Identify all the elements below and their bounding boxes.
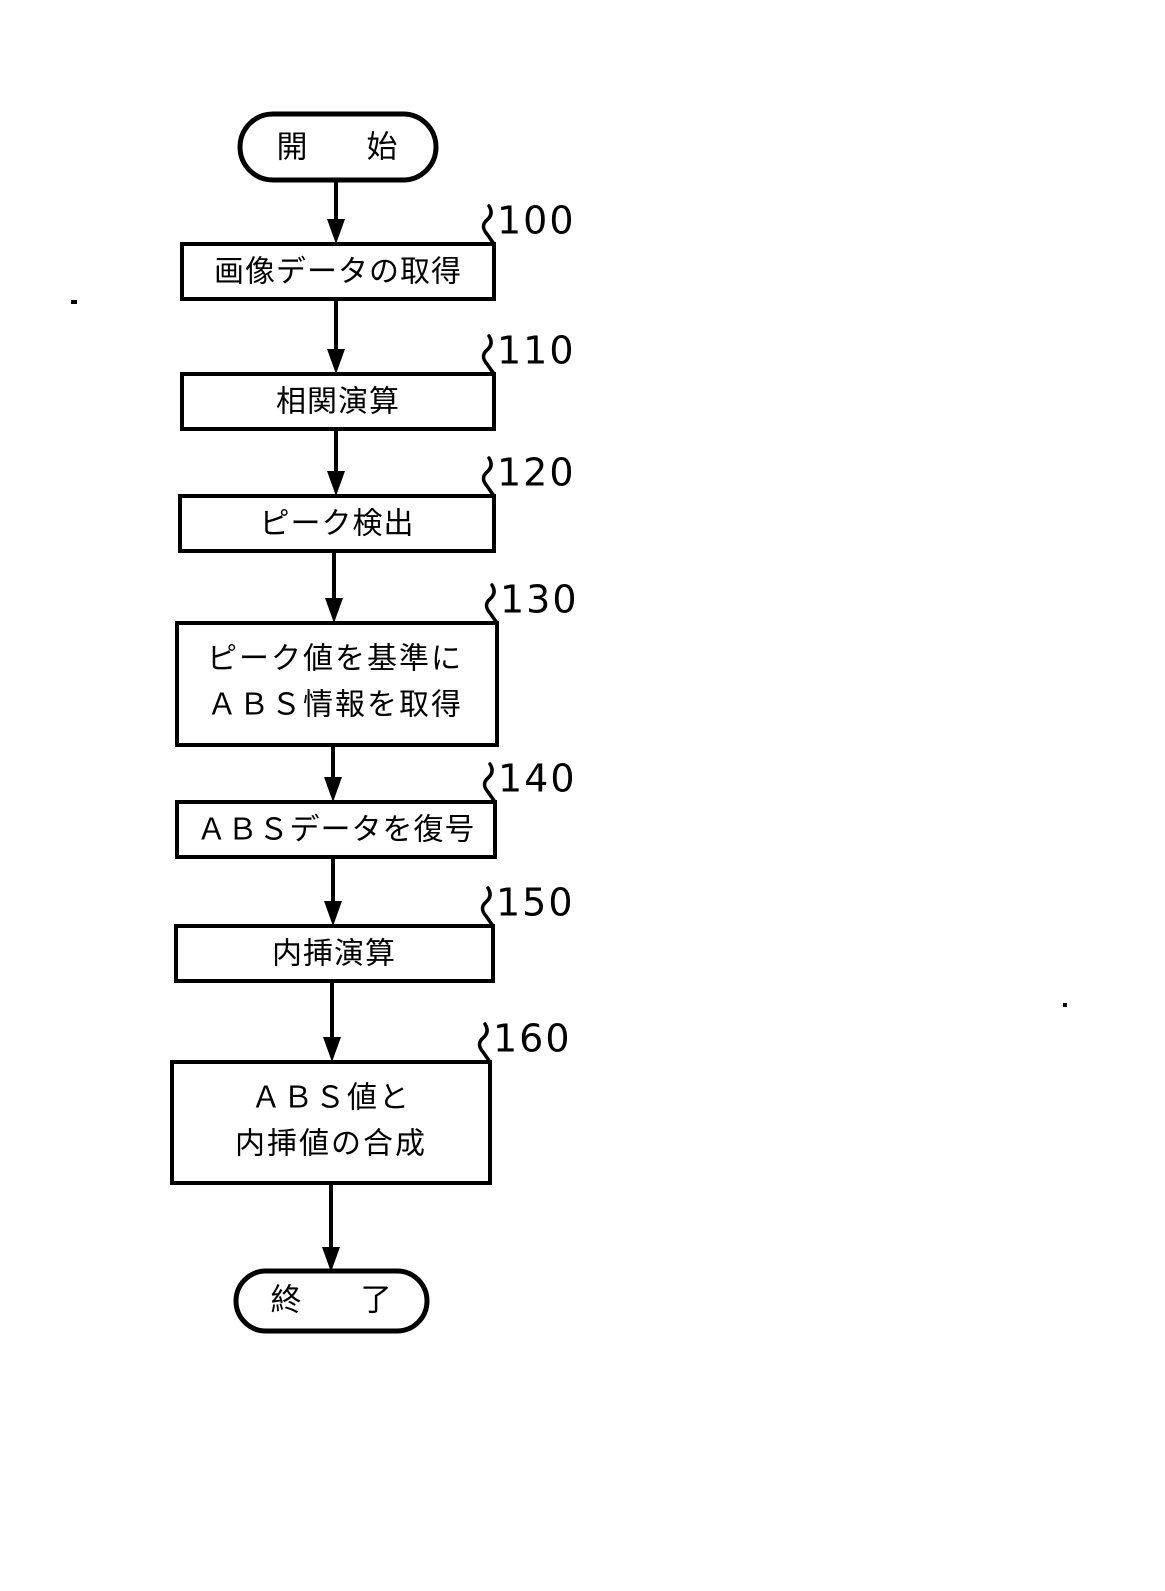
node-step-130: ピーク値を基準に ＡＢＳ情報を取得 130 <box>175 578 579 747</box>
arrow-head-icon <box>327 219 345 244</box>
step-160-ref: 160 <box>493 1017 572 1061</box>
step-150-label: 内挿演算 <box>272 937 396 972</box>
step-140-ref: 140 <box>498 757 577 801</box>
start-label: 開 始 <box>277 130 412 166</box>
node-step-100: 画像データの取得 100 <box>180 199 576 301</box>
node-end: 終 了 <box>233 1268 430 1334</box>
end-terminator-shape <box>233 1268 430 1334</box>
arrow-head-icon <box>325 598 343 623</box>
step-160-label-line1: ＡＢＳ値と <box>251 1081 411 1116</box>
arrow-head-icon <box>322 1247 340 1272</box>
step-100-box <box>180 242 496 301</box>
step-160-box <box>170 1060 492 1185</box>
step-160-label-line2: 内挿値の合成 <box>235 1127 427 1162</box>
step-100-ref: 100 <box>497 199 576 243</box>
step-110-label: 相関演算 <box>276 385 400 420</box>
node-step-110: 相関演算 110 <box>180 329 576 431</box>
step-130-leader-line <box>484 583 499 625</box>
step-120-box <box>178 494 496 553</box>
arrow-head-icon <box>323 1037 341 1062</box>
scan-speck <box>1063 1003 1067 1007</box>
step-110-leader-line <box>481 334 496 376</box>
end-label: 終 了 <box>271 1283 406 1319</box>
connector-start-to-100 <box>327 180 345 244</box>
step-140-box <box>175 800 497 859</box>
connector-150-to-160 <box>323 981 341 1062</box>
step-150-leader-line <box>480 886 495 928</box>
connector-110-to-120 <box>327 429 345 496</box>
scan-speck <box>71 300 77 304</box>
connector-100-to-110 <box>327 299 345 374</box>
step-130-label-line1: ピーク値を基準に <box>207 642 463 677</box>
connector-160-to-end <box>322 1183 340 1272</box>
step-120-label: ピーク検出 <box>260 507 415 542</box>
step-100-label: 画像データの取得 <box>214 255 462 290</box>
arrow-head-icon <box>327 471 345 496</box>
arrow-head-icon <box>324 901 342 926</box>
step-150-ref: 150 <box>496 881 575 925</box>
node-step-140: ＡＢＳデータを復号 140 <box>175 757 577 859</box>
connector-120-to-130 <box>325 551 343 623</box>
step-110-ref: 110 <box>497 329 576 373</box>
step-150-box <box>174 924 495 983</box>
node-step-150: 内挿演算 150 <box>174 881 575 983</box>
node-start: 開 始 <box>237 111 439 183</box>
step-160-leader-line <box>477 1022 492 1064</box>
arrow-head-icon <box>324 777 342 802</box>
step-130-ref: 130 <box>500 578 579 622</box>
arrow-head-icon <box>327 349 345 374</box>
step-140-leader-line <box>482 762 497 804</box>
node-step-120: ピーク検出 120 <box>178 451 576 553</box>
step-120-ref: 120 <box>497 451 576 495</box>
step-140-label: ＡＢＳデータを復号 <box>197 813 476 848</box>
step-100-leader-line <box>481 204 496 246</box>
node-step-160: ＡＢＳ値と 内挿値の合成 160 <box>170 1017 572 1185</box>
step-130-box <box>175 621 499 747</box>
connector-130-to-140 <box>324 745 342 802</box>
step-120-leader-line <box>481 456 496 498</box>
step-130-label-line2: ＡＢＳ情報を取得 <box>207 688 463 723</box>
connector-140-to-150 <box>324 857 342 926</box>
